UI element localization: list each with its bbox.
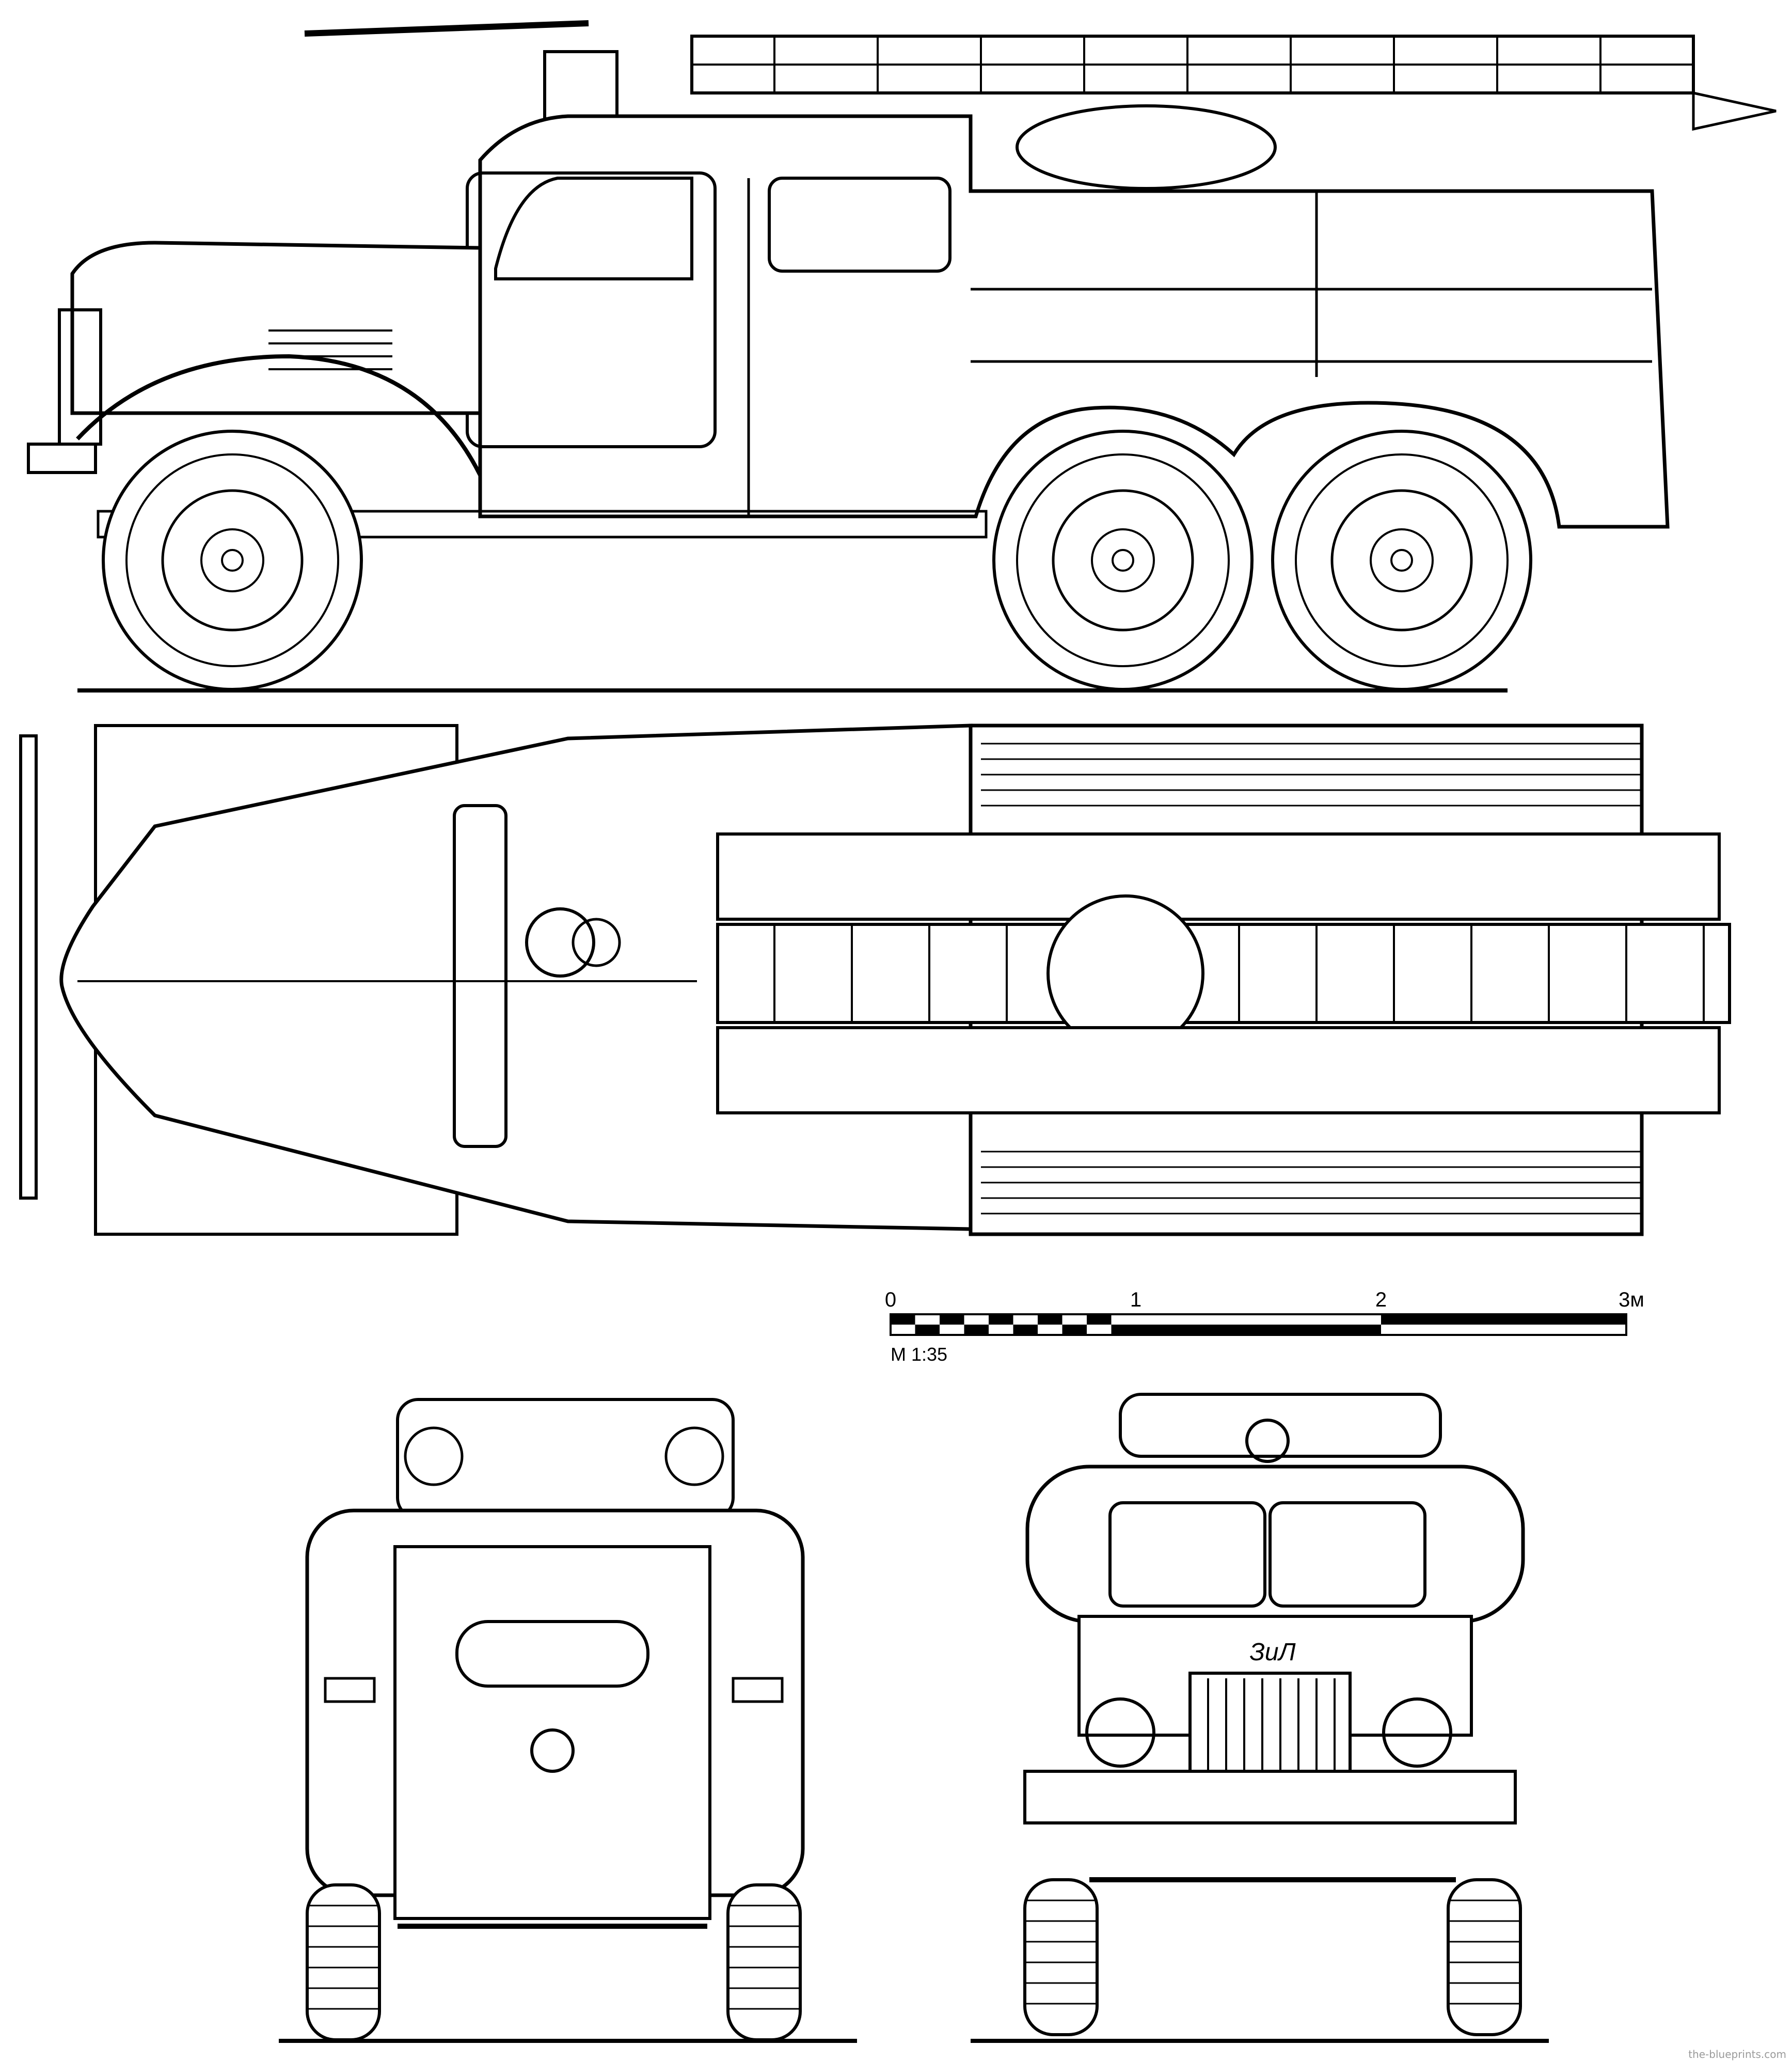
- scale-bar-cell: [915, 1325, 940, 1335]
- front-right-tyre: [1448, 1880, 1520, 2035]
- scale-tick-1: 1: [1130, 1288, 1141, 1311]
- scale-bar-segments: [891, 1314, 1626, 1335]
- top-ladder: [716, 923, 1731, 1024]
- top-cab-roof: [453, 804, 508, 1148]
- scale-bar-block: [1381, 1314, 1626, 1325]
- scale-bar-cell: [1111, 1325, 1136, 1335]
- windscreen-left: [1108, 1501, 1266, 1608]
- top-monitor: [525, 907, 595, 978]
- top-bumper: [19, 734, 38, 1200]
- scale-bar-cell: [964, 1325, 989, 1335]
- scale-tick-0: 0: [885, 1288, 896, 1311]
- crew-window: [768, 177, 951, 273]
- rear-right-tyre: [728, 1885, 800, 2040]
- scale-bar-cell: [940, 1314, 964, 1325]
- hood-louvres: [268, 329, 392, 370]
- top-body-ribs: [981, 743, 1642, 1215]
- front-view: ЗиЛ: [971, 1393, 1549, 2043]
- rear-equipment-rack: [396, 1398, 735, 1520]
- windscreen-right: [1268, 1501, 1426, 1608]
- scale-tick-2: 2: [1375, 1288, 1387, 1311]
- scale-bar-block: [1136, 1325, 1381, 1335]
- front-cab: [1025, 1465, 1525, 1624]
- front-wheel: [103, 431, 361, 689]
- engine-hood: [70, 241, 482, 415]
- right-headlight: [1382, 1697, 1452, 1768]
- scale-bar: 0 1 2 3м М 1:35: [885, 1288, 1644, 1365]
- rear-window: [455, 1620, 649, 1688]
- suction-hose: [304, 20, 589, 37]
- watermark: the-blueprints.com: [1688, 2048, 1786, 2060]
- monitor-turret: [543, 50, 619, 120]
- front-view-bumper: [1023, 1770, 1517, 1824]
- front-left-tyre: [1025, 1880, 1097, 2035]
- rear-tow-hook: [530, 1728, 575, 1773]
- rear-left-vent: [324, 1677, 376, 1703]
- middle-wheel: [994, 431, 1252, 689]
- front-bumper: [27, 443, 97, 474]
- rear-view: [279, 1398, 857, 2043]
- fire-body: [478, 114, 1670, 529]
- scale-bar-cell: [1087, 1314, 1112, 1325]
- scale-bar-cell: [1062, 1325, 1087, 1335]
- rear-wheel: [1273, 431, 1531, 689]
- scale-bar-cell: [1038, 1314, 1062, 1325]
- cab-emblem: ЗиЛ: [1249, 1639, 1295, 1666]
- top-hose-reel-lower: [716, 1026, 1721, 1114]
- rear-right-vent: [732, 1677, 784, 1703]
- scale-ratio: М 1:35: [891, 1344, 947, 1365]
- scale-bar-cell: [989, 1314, 1013, 1325]
- chassis-frame: [97, 510, 988, 539]
- side-view: [27, 20, 1777, 693]
- cab-window: [494, 177, 693, 280]
- left-headlight: [1085, 1697, 1155, 1768]
- top-view: [19, 723, 1731, 1236]
- top-hose-reel-upper: [716, 832, 1721, 921]
- scale-bar-cell: [1013, 1325, 1038, 1335]
- roof-spare-wheel: [1016, 104, 1277, 190]
- rear-panel: [393, 1545, 711, 1920]
- scale-bar-cell: [891, 1314, 915, 1325]
- front-monitor: [1245, 1419, 1290, 1463]
- scale-tick-3: 3м: [1619, 1288, 1644, 1311]
- rear-left-tyre: [307, 1885, 379, 2040]
